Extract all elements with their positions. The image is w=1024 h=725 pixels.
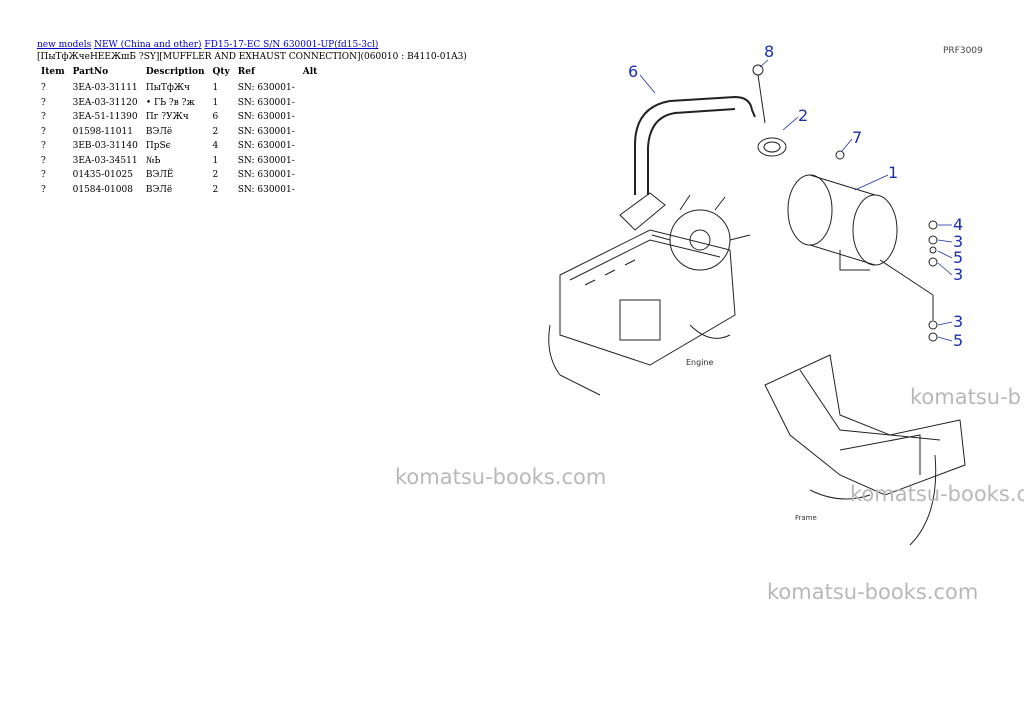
breadcrumb-link-region[interactable]: NEW (China and other) — [94, 40, 202, 50]
cell-ref: SN: 630001- — [237, 83, 295, 94]
cell-qty: 2 — [212, 170, 219, 181]
engine-illustration — [548, 194, 751, 396]
cell-item: ? — [41, 141, 46, 152]
callout-3a: 3 — [953, 232, 963, 251]
callout-4: 4 — [953, 215, 963, 234]
cell-description: №Ь — [145, 155, 161, 166]
table-row: ? 3EA-03-31111 ПыТфЖч 1 SN: 630001- — [37, 81, 321, 96]
parts-table: Item PartNo Description Qty Ref Alt ? 3E… — [37, 66, 321, 197]
cell-partno: 3EB-03-31140 — [72, 141, 138, 152]
callout-3c: 3 — [953, 312, 963, 331]
cell-qty: 4 — [212, 141, 219, 152]
cell-alt — [299, 139, 322, 154]
breadcrumb-link-model[interactable]: FD15-17-EC S/N 630001-UP(fd15-3cl) — [204, 40, 379, 50]
col-item: Item — [41, 67, 65, 77]
table-row: ? 3EA-03-34511 №Ь 1 SN: 630001- — [37, 154, 321, 169]
callout-3b: 3 — [953, 265, 963, 284]
cell-partno: 01584-01008 — [72, 184, 133, 195]
cell-qty: 2 — [212, 184, 219, 195]
cell-description: • ГЬ ?в ?ж — [145, 97, 195, 108]
cell-qty: 6 — [212, 112, 219, 123]
cell-ref: SN: 630001- — [237, 112, 295, 123]
callout-6: 6 — [628, 62, 638, 81]
col-description: Description — [145, 67, 205, 77]
table-header-row: Item PartNo Description Qty Ref Alt — [37, 66, 321, 81]
callout-8: 8 — [764, 42, 774, 61]
cell-qty: 1 — [212, 83, 219, 94]
cell-alt — [299, 81, 322, 96]
cell-alt — [299, 110, 322, 125]
col-qty: Qty — [212, 67, 230, 77]
cell-ref: SN: 630001- — [237, 155, 295, 166]
cell-item: ? — [41, 184, 46, 195]
cell-description: ПрSє — [145, 141, 171, 152]
cell-alt — [299, 168, 322, 183]
callout-numbers: 8 6 2 7 1 4 3 5 3 3 5 — [628, 42, 963, 350]
callout-2: 2 — [798, 106, 808, 125]
table-row: ? 01584-01008 ВЭЛё 2 SN: 630001- — [37, 183, 321, 198]
cell-partno: 3EA-51-11390 — [72, 112, 138, 123]
cell-ref: SN: 630001- — [237, 97, 295, 108]
table-row: ? 3EA-03-31120 • ГЬ ?в ?ж 1 SN: 630001- — [37, 96, 321, 111]
breadcrumb: new models NEW (China and other) FD15-17… — [37, 40, 378, 50]
cell-item: ? — [41, 83, 46, 94]
cell-ref: SN: 630001- — [237, 141, 295, 152]
col-ref: Ref — [237, 67, 255, 77]
exhaust-pipe — [634, 95, 756, 195]
watermark: komatsu-books.com — [767, 580, 979, 604]
cell-partno: 3EA-03-31111 — [72, 83, 138, 94]
col-partno: PartNo — [72, 67, 109, 77]
cell-alt — [299, 96, 322, 111]
parts-diagram: 8 6 2 7 1 4 3 5 3 3 5 PRF3009 Engine Fra… — [548, 42, 983, 546]
cell-item: ? — [41, 126, 46, 137]
table-row: ? 3EB-03-31140 ПрSє 4 SN: 630001- — [37, 139, 321, 154]
cell-alt — [299, 183, 322, 198]
cell-item: ? — [41, 170, 46, 181]
frame-illustration — [764, 354, 966, 546]
cell-qty: 2 — [212, 126, 219, 137]
breadcrumb-link-new-models[interactable]: new models — [37, 40, 92, 50]
cell-alt — [299, 125, 322, 140]
engine-label: Engine — [686, 358, 713, 367]
frame-label: Frame — [795, 514, 817, 522]
cell-ref: SN: 630001- — [237, 184, 295, 195]
cell-qty: 1 — [212, 97, 219, 108]
cell-ref: SN: 630001- — [237, 126, 295, 137]
watermark: komatsu-books.com — [395, 465, 607, 489]
page-title: [ПыТфЖчеНЕЕЖшБ ?SY][MUFFLER AND EXHAUST … — [37, 52, 467, 62]
cell-description: Пг ?УЖч — [145, 112, 189, 123]
cell-item: ? — [41, 97, 46, 108]
cell-partno: 3EA-03-31120 — [72, 97, 138, 108]
callout-5a: 5 — [953, 248, 963, 267]
watermark: komatsu-books.com — [850, 482, 1024, 506]
cell-description: ВЭЛЁ — [145, 170, 174, 181]
cell-ref: SN: 630001- — [237, 170, 295, 181]
table-row: ? 01598-11011 ВЭЛё 2 SN: 630001- — [37, 125, 321, 140]
cell-item: ? — [41, 155, 46, 166]
cell-partno: 01435-01025 — [72, 170, 133, 181]
table-row: ? 01435-01025 ВЭЛЁ 2 SN: 630001- — [37, 168, 321, 183]
cell-qty: 1 — [212, 155, 219, 166]
callout-7: 7 — [852, 128, 862, 147]
cell-partno: 01598-11011 — [72, 126, 133, 137]
muffler-part — [787, 174, 898, 271]
callout-1: 1 — [888, 163, 898, 182]
cell-alt — [299, 154, 322, 169]
gasket-part — [757, 137, 787, 157]
callout-5b: 5 — [953, 331, 963, 350]
diagram-code: PRF3009 — [943, 46, 983, 56]
table-row: ? 3EA-51-11390 Пг ?УЖч 6 SN: 630001- — [37, 110, 321, 125]
col-alt: Alt — [302, 67, 318, 77]
cell-description: ПыТфЖч — [145, 83, 190, 94]
cell-partno: 3EA-03-34511 — [72, 155, 138, 166]
cell-item: ? — [41, 112, 46, 123]
cell-description: ВЭЛё — [145, 126, 173, 137]
cell-description: ВЭЛё — [145, 184, 173, 195]
watermark: komatsu-b — [910, 385, 1021, 409]
